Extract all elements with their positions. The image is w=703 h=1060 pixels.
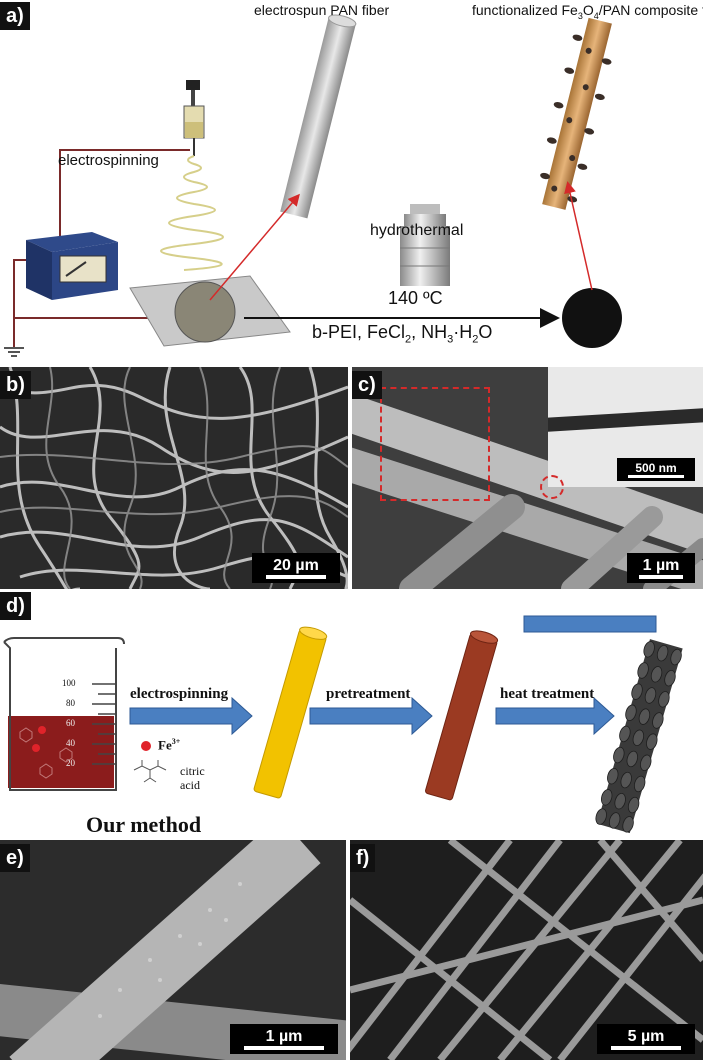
panel-d-schematic xyxy=(3,615,683,834)
dashed-zoom-circle xyxy=(540,475,564,499)
brown-fiber-icon xyxy=(425,630,499,801)
citric-acid-structure-icon xyxy=(133,760,167,783)
tem-inset-scalebar: 500 nm xyxy=(617,458,695,481)
fiber-mat-disc xyxy=(174,281,236,343)
panel-e-scalebar: 1 µm xyxy=(230,1024,338,1054)
zoom-line-pan xyxy=(209,193,300,301)
beaker-tick-20: 20 xyxy=(66,758,75,768)
fiber-network-texture xyxy=(0,367,348,589)
wire-top xyxy=(59,149,190,248)
power-supply-icon xyxy=(26,232,118,300)
fiber-cross-texture xyxy=(0,840,346,1060)
process-arrow-1 xyxy=(129,696,253,736)
panel-e-sem-image: e) 1 µm xyxy=(0,840,346,1060)
acid-label: acid xyxy=(180,778,200,792)
composite-fiber-icon xyxy=(540,17,612,210)
blue-strip xyxy=(523,615,657,633)
panel-f-scale-label: 5 µm xyxy=(627,1028,665,1045)
composite-mat-disc xyxy=(562,288,622,348)
syringe-icon xyxy=(183,80,205,156)
functionalized-label: functionalized Fe3O4/PAN composite fiber xyxy=(472,2,703,21)
panel-b-sem-image: b) 20 µm xyxy=(0,367,348,589)
fe-ion-label: Fe3+ xyxy=(158,737,181,753)
beaker-icon xyxy=(3,637,125,791)
fe-ion-dot xyxy=(141,741,151,751)
step3-label: heat treatment xyxy=(500,686,595,702)
tem-inset-scale-label: 500 nm xyxy=(635,461,677,475)
panel-a-tag: a) xyxy=(0,2,30,30)
hydrothermal-reactor-icon xyxy=(400,204,450,286)
panel-e-tag: e) xyxy=(0,844,30,872)
temperature-label: 140 ºC xyxy=(388,288,443,308)
panel-d: d) xyxy=(0,592,703,840)
beaker-tick-100: 100 xyxy=(62,678,76,688)
tem-inset: 500 nm xyxy=(548,367,703,487)
taylor-cone-spiral xyxy=(160,155,224,271)
panel-f-tag: f) xyxy=(350,844,376,872)
beaker-tick-80: 80 xyxy=(66,698,75,708)
pan-fiber-icon xyxy=(280,14,357,219)
panel-c-sem-image: 500 nm c) 1 µm xyxy=(352,367,703,589)
panel-b-tag: b) xyxy=(0,371,31,399)
our-method-label: Our method xyxy=(86,812,202,837)
panel-e-scale-label: 1 µm xyxy=(265,1028,303,1045)
panel-b-scale-label: 20 µm xyxy=(273,557,319,574)
panel-c-tag: c) xyxy=(352,371,382,399)
beaker-tick-40: 40 xyxy=(66,738,75,748)
electrospun-pan-label: electrospun PAN fiber xyxy=(254,2,390,18)
zoom-line-composite xyxy=(564,181,593,291)
parallel-fiber-texture xyxy=(350,840,703,1060)
hydrothermal-label: hydrothermal xyxy=(370,222,464,239)
dashed-zoom-box xyxy=(380,387,490,501)
ground-symbol-icon xyxy=(4,347,24,357)
electrospinning-label: electrospinning xyxy=(58,152,159,169)
reagents-label: b-PEI, FeCl2, NH3·H2O xyxy=(312,322,493,346)
panel-a: a) xyxy=(0,0,703,365)
panel-c-scale-label: 1 µm xyxy=(642,557,680,574)
panel-a-schematic xyxy=(4,14,622,357)
step2-label: pretreatment xyxy=(326,686,411,702)
panel-f-scalebar: 5 µm xyxy=(597,1024,695,1054)
panel-b-scalebar: 20 µm xyxy=(252,553,340,583)
step1-label: electrospinning xyxy=(130,686,229,702)
citric-label: citric xyxy=(180,764,205,778)
beaker-tick-60: 60 xyxy=(66,718,75,728)
carbonized-fiber-icon xyxy=(595,639,683,834)
process-arrow-2 xyxy=(309,696,433,736)
panel-f-sem-image: f) 5 µm xyxy=(350,840,703,1060)
panel-d-tag: d) xyxy=(0,592,31,620)
panel-c-scalebar: 1 µm xyxy=(627,553,695,583)
yellow-fiber-icon xyxy=(253,626,328,799)
process-arrow-3 xyxy=(495,696,615,736)
